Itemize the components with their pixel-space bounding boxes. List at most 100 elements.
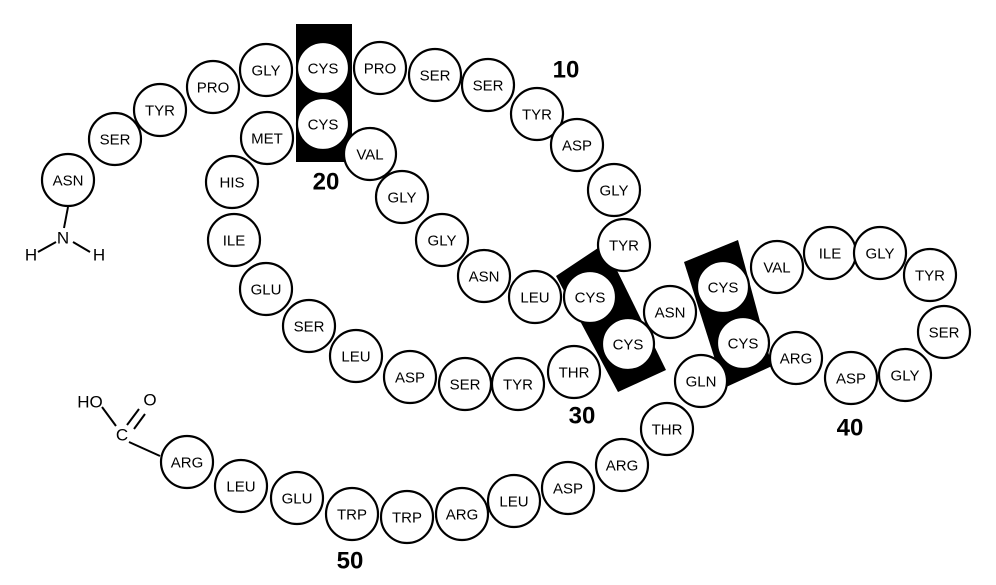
residue-7: PRO [352, 40, 408, 96]
residue-label-38: SER [929, 325, 960, 342]
residue-2: SER [87, 111, 143, 167]
position-label-40: 40 [837, 415, 864, 442]
residue-33: CYS [695, 259, 751, 315]
residue-8: SER [407, 47, 463, 103]
residue-label-48: ARG [446, 507, 479, 524]
residue-3: TYR [132, 82, 188, 138]
residue-circle-22 [204, 154, 260, 210]
residue-12: GLY [586, 162, 642, 218]
position-labels: 10 20 30 40 50 [313, 57, 864, 575]
residue-circle-44 [639, 401, 695, 457]
residue-42: CYS [715, 315, 771, 371]
residue-circle-49 [379, 489, 435, 545]
residue-label-23: ILE [223, 233, 246, 250]
residue-label-42: CYS [728, 336, 759, 353]
residue-circle-4 [185, 59, 241, 115]
residue-label-30: THR [559, 365, 590, 382]
residue-circle-50 [324, 486, 380, 542]
residue-circle-47 [486, 473, 542, 529]
residue-24: GLU [238, 261, 294, 317]
residue-14: CYS [562, 269, 618, 325]
residue-circle-20 [295, 96, 351, 152]
residue-circle-16 [456, 248, 512, 304]
residue-47: LEU [486, 473, 542, 529]
residue-label-15: LEU [520, 290, 549, 307]
residue-circle-43 [673, 353, 729, 409]
c-terminus-oxygen: O [143, 391, 156, 410]
residue-19: VAL [342, 126, 398, 182]
residue-label-39: GLY [891, 368, 920, 385]
residue-label-18: GLY [388, 190, 417, 207]
residue-circle-7 [352, 40, 408, 96]
residue-label-13: TYR [609, 238, 639, 255]
residue-28: SER [437, 356, 493, 412]
residue-circle-18 [374, 169, 430, 225]
residue-11: ASP [549, 117, 605, 173]
residue-circle-11 [549, 117, 605, 173]
residue-circle-12 [586, 162, 642, 218]
residue-circle-31 [600, 316, 656, 372]
residue-label-43: GLN [686, 374, 717, 391]
residue-label-32: ASN [655, 305, 686, 322]
n-terminus-hydrogen-right: H [93, 246, 105, 265]
residue-label-37: TYR [915, 268, 945, 285]
c-terminus-hydroxyl: HO [77, 393, 103, 412]
residue-circle-8 [407, 47, 463, 103]
residue-label-27: ASP [395, 370, 425, 387]
residue-circle-51 [269, 470, 325, 526]
residue-circle-40 [823, 350, 879, 406]
residue-circle-32 [642, 284, 698, 340]
residue-48: ARG [434, 486, 490, 542]
residue-26: LEU [328, 328, 384, 384]
residue-label-2: SER [100, 132, 131, 149]
n-terminus: N H H [25, 206, 105, 265]
residue-circle-42 [715, 315, 771, 371]
residue-label-3: TYR [145, 103, 175, 120]
residue-circle-36 [852, 225, 908, 281]
residue-circle-33 [695, 259, 751, 315]
residue-label-51: GLU [282, 491, 313, 508]
residue-label-16: ASN [469, 269, 500, 286]
residue-label-26: LEU [341, 349, 370, 366]
residue-label-22: HIS [219, 175, 244, 192]
residue-18: GLY [374, 169, 430, 225]
residue-circle-48 [434, 486, 490, 542]
residue-label-34: VAL [763, 260, 790, 277]
residue-label-49: TRP [392, 510, 422, 527]
residue-label-17: GLY [428, 233, 457, 250]
residue-21: MET [239, 110, 295, 166]
c-terminus-carbon: C [116, 426, 128, 445]
residue-label-8: SER [420, 68, 451, 85]
residue-label-9: SER [473, 78, 504, 95]
residue-circle-24 [238, 261, 294, 317]
residue-label-12: GLY [600, 183, 629, 200]
residue-circle-45 [594, 437, 650, 493]
residue-45: ARG [594, 437, 650, 493]
residue-label-14: CYS [575, 290, 606, 307]
residue-label-40: ASP [836, 371, 866, 388]
residue-17: GLY [414, 212, 470, 268]
residue-label-28: SER [450, 377, 481, 394]
residue-circle-39 [877, 347, 933, 403]
residue-circle-53 [159, 434, 215, 490]
residue-34: VAL [749, 239, 805, 295]
residue-circle-25 [281, 298, 337, 354]
residue-36: GLY [852, 225, 908, 281]
residue-43: GLN [673, 353, 729, 409]
residue-label-19: VAL [356, 147, 383, 164]
residue-4: PRO [185, 59, 241, 115]
residue-circle-26 [328, 328, 384, 384]
residue-40: ASP [823, 350, 879, 406]
residue-label-29: TYR [503, 377, 533, 394]
residue-46: ASP [540, 460, 596, 516]
residue-50: TRP [324, 486, 380, 542]
residue-label-36: GLY [866, 246, 895, 263]
residue-circle-17 [414, 212, 470, 268]
residue-41: ARG [768, 330, 824, 386]
residue-label-7: PRO [364, 61, 397, 78]
residue-label-45: ARG [606, 458, 639, 475]
residue-chain: ASN SER TYR PRO GLY CYS PRO SER SER TYR ASP GLY TYR C… [40, 40, 972, 545]
residue-circle-10 [509, 86, 565, 142]
